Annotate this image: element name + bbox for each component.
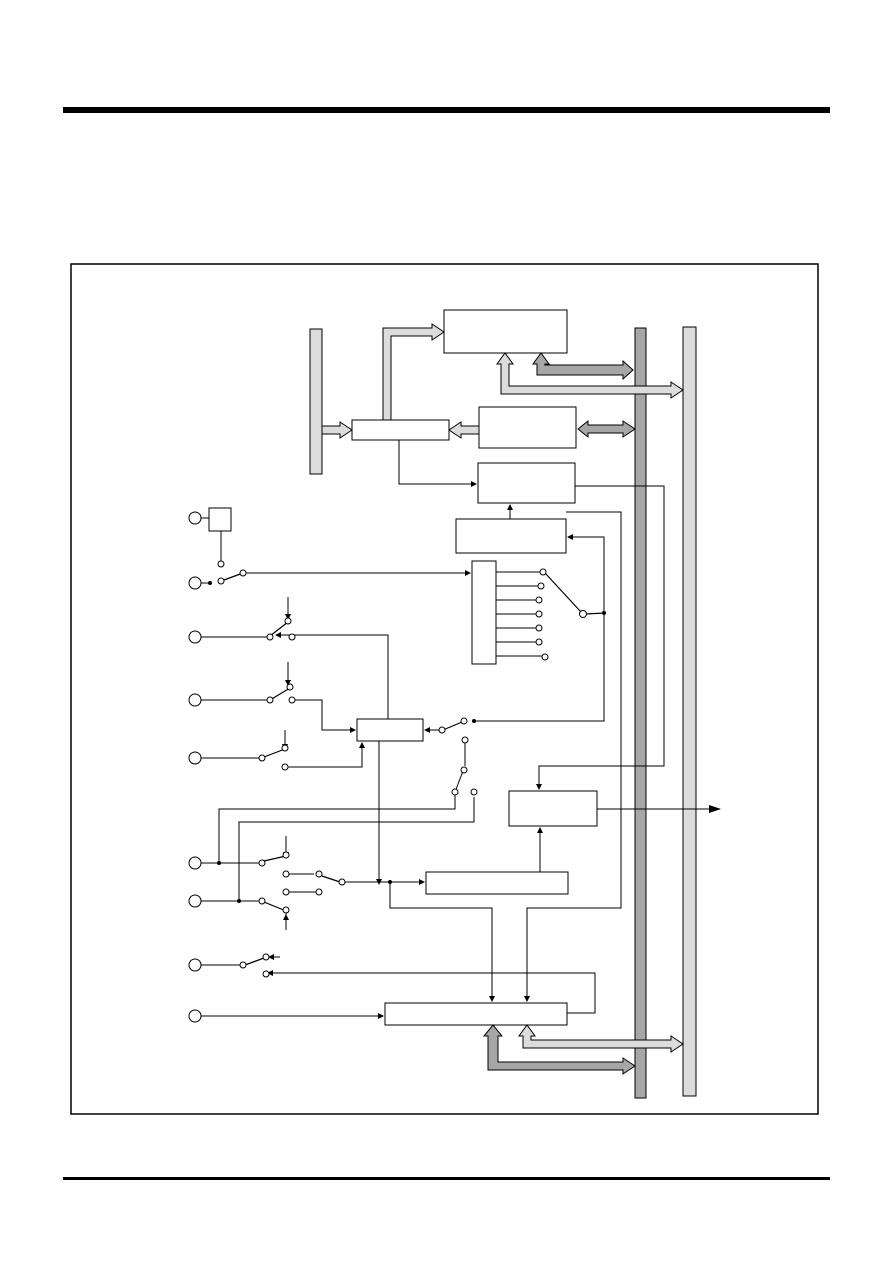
footer-rule <box>63 1177 830 1180</box>
wide-arrow-midright-darkbus <box>577 419 636 439</box>
signal-lines <box>201 440 721 1019</box>
wide-arrow-top-to-darkbus <box>532 352 634 381</box>
pin-1 <box>188 511 202 525</box>
wide-arrow-bottom-to-lightbus <box>518 1024 684 1053</box>
wide-arrow-bus-to-interface <box>321 421 353 439</box>
bus-main-light <box>682 326 697 1097</box>
block-mux <box>356 718 424 742</box>
block-control-a <box>477 462 576 504</box>
wide-arrow-top-to-lightbus <box>496 352 684 399</box>
wide-arrow-midright-to-interface <box>448 421 480 439</box>
block-interface <box>351 419 450 441</box>
block-output <box>508 790 598 827</box>
block-small-square <box>208 507 232 532</box>
block-mid-right <box>478 406 577 449</box>
bus-left <box>309 328 323 475</box>
pin-9 <box>188 1009 202 1023</box>
pin-4 <box>188 693 202 707</box>
block-selector <box>471 560 497 665</box>
external-pins <box>188 511 202 1023</box>
pin-7 <box>188 894 202 908</box>
wide-arrow-interface-to-top <box>382 323 445 421</box>
bus-main-dark <box>634 327 647 1099</box>
header-rule <box>63 107 830 113</box>
junction-dots <box>208 581 606 903</box>
pin-2 <box>188 576 202 590</box>
pin-8 <box>188 958 202 972</box>
pin-6 <box>188 856 202 870</box>
block-counter <box>425 871 569 895</box>
block-bottom <box>384 1002 568 1026</box>
switch-levers <box>223 572 605 966</box>
wide-arrow-bottom-to-darkbus <box>482 1024 636 1075</box>
switch-contacts <box>217 560 587 978</box>
block-control-b <box>455 518 567 554</box>
diagram-frame <box>70 263 819 1115</box>
pin-3 <box>188 630 202 644</box>
block-top <box>443 309 568 354</box>
pin-5 <box>188 751 202 765</box>
